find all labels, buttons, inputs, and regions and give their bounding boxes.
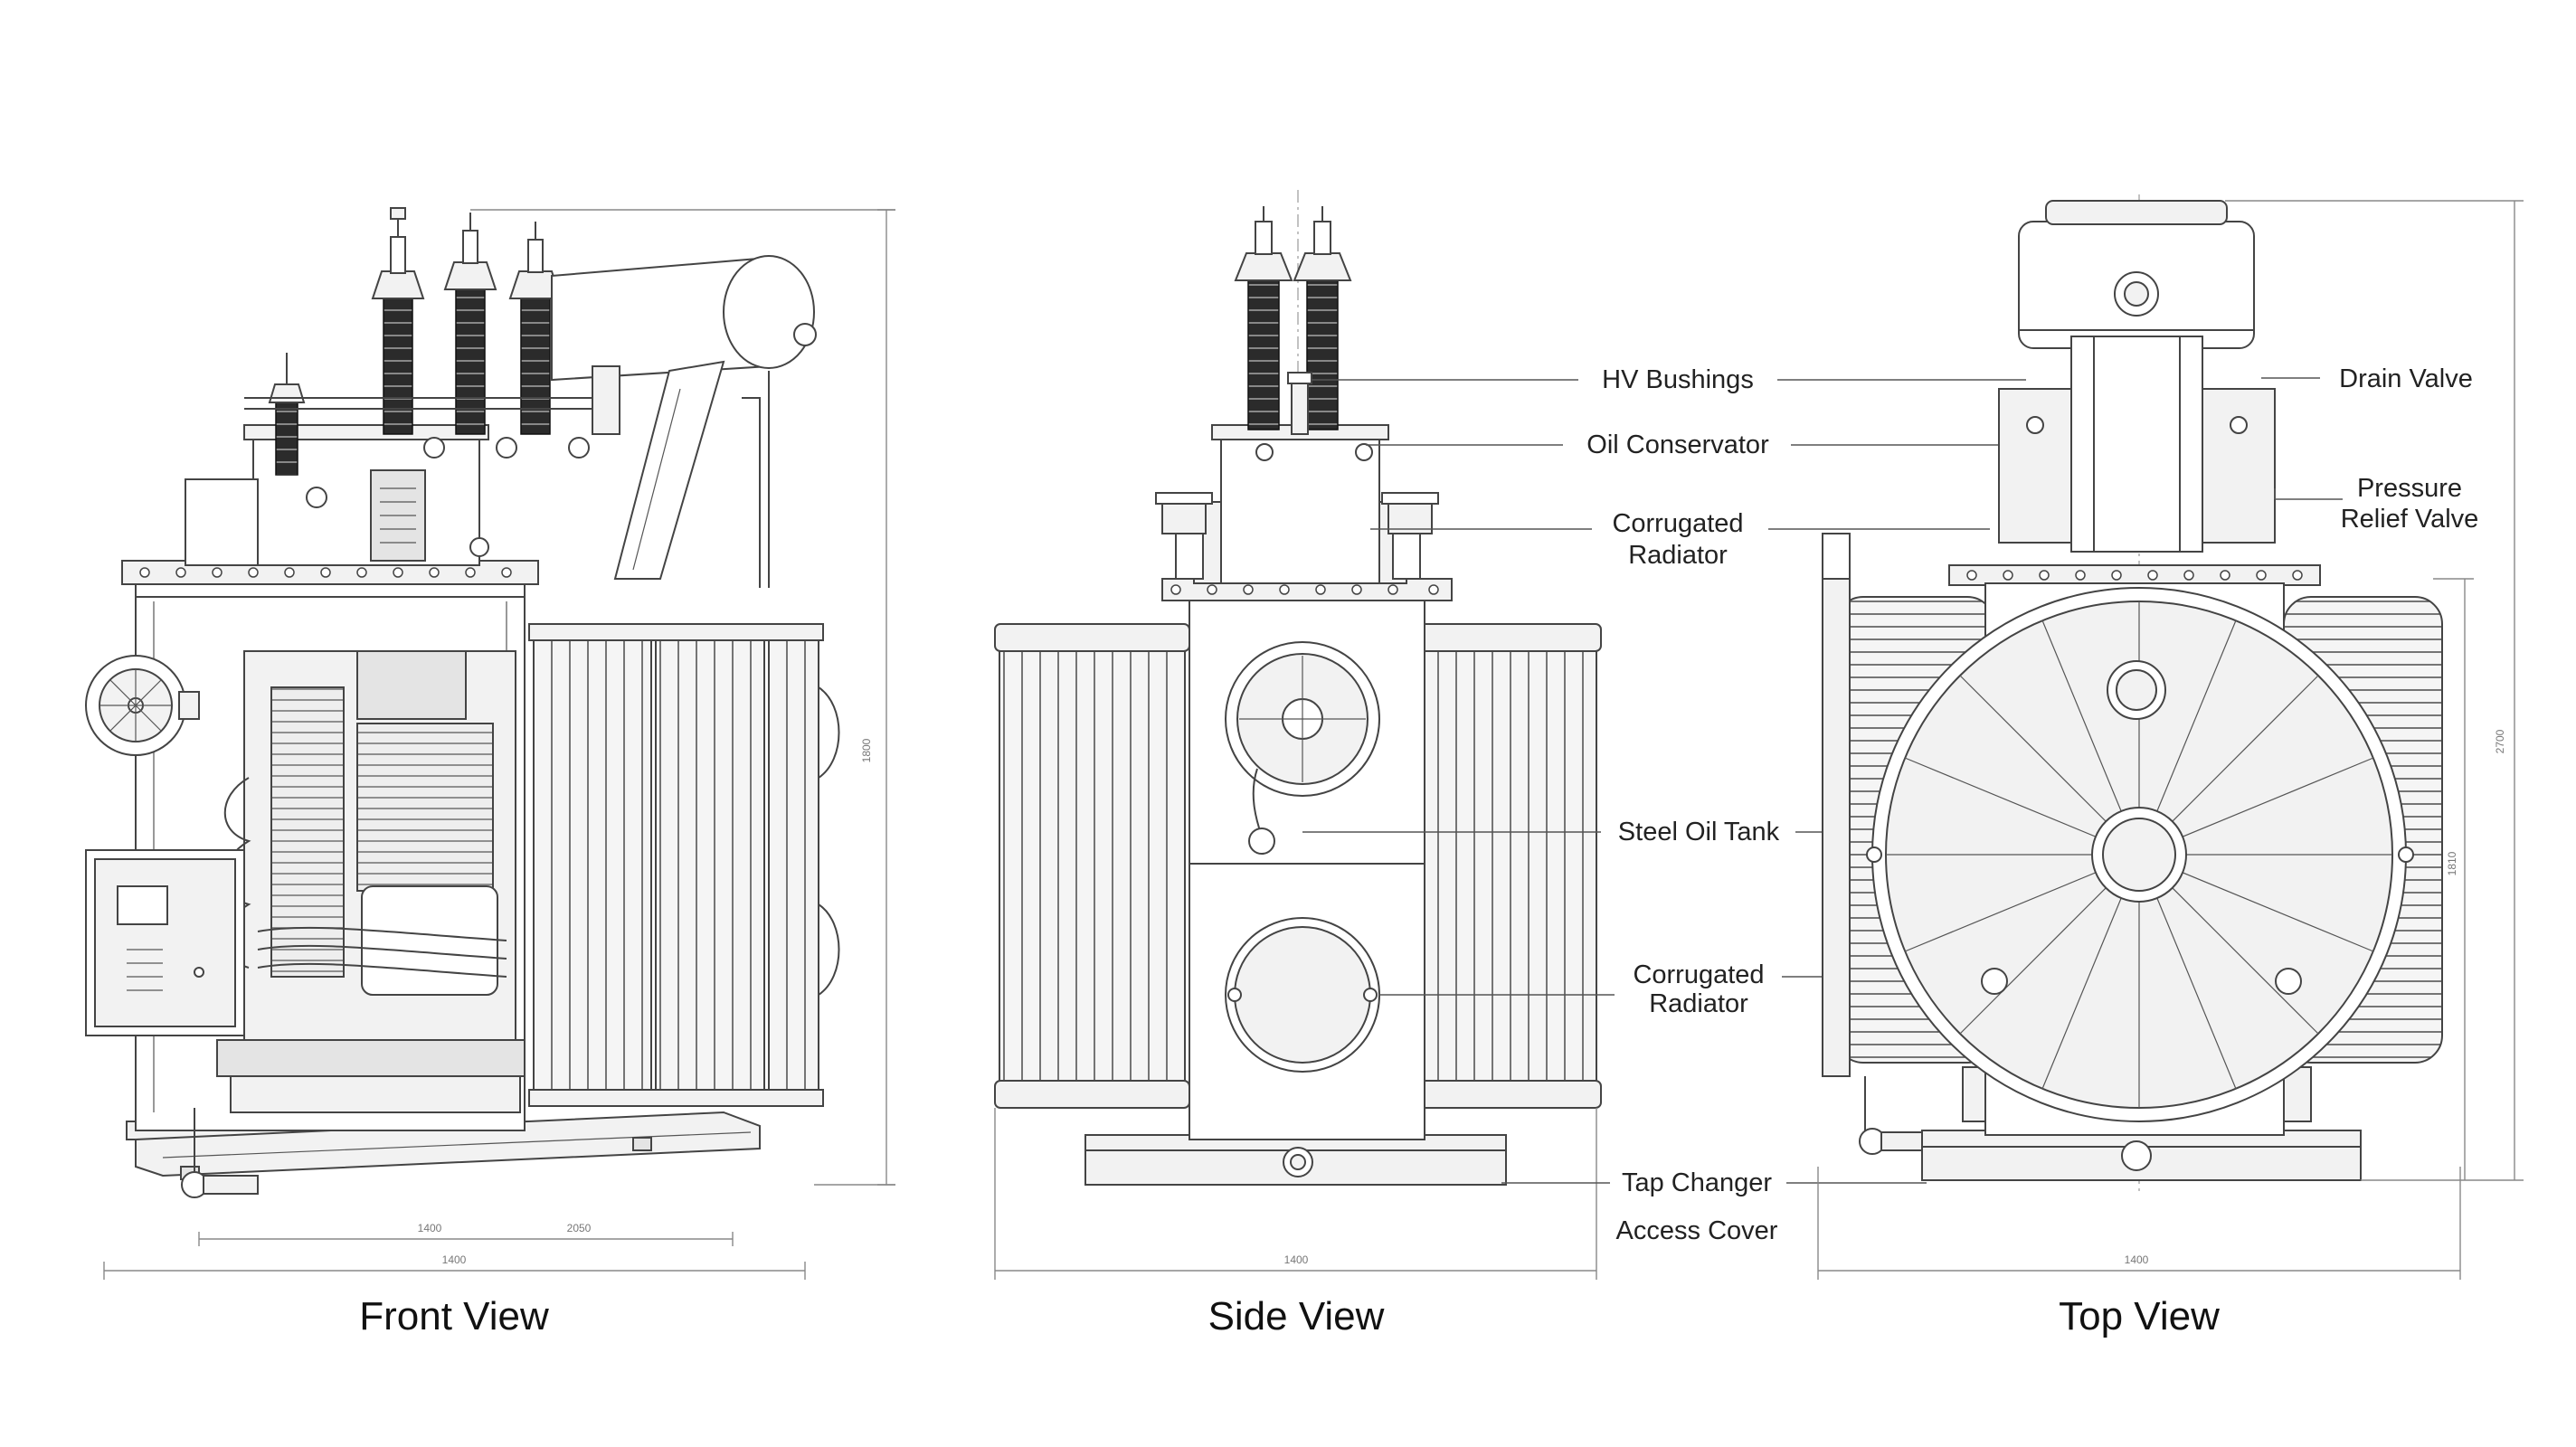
front-dim-height: 1800 bbox=[860, 738, 873, 762]
top-dimensions bbox=[1817, 200, 2524, 1280]
front-hv-bushing-3 bbox=[508, 222, 563, 435]
top-dim-total: 1400 bbox=[2125, 1253, 2149, 1266]
side-dim-total: 1400 bbox=[1284, 1253, 1309, 1266]
callout-tap-changer-line1: Tap Changer bbox=[1622, 1168, 1772, 1197]
front-control-box bbox=[85, 849, 245, 1036]
front-view: 1400 2050 1400 1800 Front View bbox=[85, 207, 895, 1338]
side-view-title: Side View bbox=[1208, 1294, 1385, 1338]
callout-hv-bushings: HV Bushings bbox=[1602, 365, 1754, 394]
front-hv-bushing-2 bbox=[443, 213, 497, 435]
side-view: 1400 Side View bbox=[994, 190, 1602, 1338]
top-dim-height-outer: 2700 bbox=[2494, 729, 2506, 753]
callout-oil-conservator: Oil Conservator bbox=[1586, 430, 1769, 459]
callout-pressure-relief-line1: Pressure bbox=[2357, 474, 2462, 503]
callout-corrugated-radiator-1-line1: Corrugated bbox=[1612, 509, 1743, 538]
front-hv-bushing-1 bbox=[371, 207, 425, 435]
callout-tap-changer-line2: Access Cover bbox=[1616, 1216, 1778, 1245]
callout-corrugated-radiator-2-line2: Radiator bbox=[1649, 989, 1748, 1018]
front-view-title: Front View bbox=[359, 1294, 549, 1338]
top-view-title: Top View bbox=[2059, 1294, 2220, 1338]
front-temperature-gauge bbox=[85, 655, 200, 756]
front-dimensions bbox=[103, 209, 895, 1280]
side-hv-bushing-1 bbox=[1234, 206, 1293, 430]
top-view: 1400 2700 1810 Top View bbox=[1817, 194, 2524, 1338]
side-dial-gauge bbox=[1225, 641, 1380, 855]
top-round-cover bbox=[1866, 587, 2414, 1122]
front-dim-sub-right: 2050 bbox=[567, 1222, 592, 1234]
top-dim-height-inner: 1810 bbox=[2446, 851, 2458, 875]
side-radiator-right bbox=[1406, 623, 1602, 1109]
side-turret bbox=[1155, 424, 1439, 584]
callout-steel-oil-tank: Steel Oil Tank bbox=[1618, 818, 1780, 846]
side-base bbox=[1084, 1134, 1507, 1186]
side-dimensions bbox=[994, 1108, 1597, 1280]
callout-leaders-middle bbox=[1302, 379, 2026, 1184]
front-dim-sub-left: 1400 bbox=[418, 1222, 442, 1234]
callout-corrugated-radiator-2-line1: Corrugated bbox=[1633, 960, 1764, 989]
top-drain-valve bbox=[1859, 1076, 1923, 1155]
callout-corrugated-radiator-1-line2: Radiator bbox=[1628, 541, 1728, 570]
front-drain-valve bbox=[181, 1108, 259, 1198]
callout-drain-valve: Drain Valve bbox=[2339, 364, 2473, 393]
front-dim-total: 1400 bbox=[442, 1253, 467, 1266]
front-radiator bbox=[528, 623, 840, 1107]
callout-pressure-relief-line2: Relief Valve bbox=[2341, 505, 2479, 534]
top-oil-conservator bbox=[1998, 200, 2276, 553]
side-radiator-left bbox=[994, 623, 1190, 1109]
core-coil-cutaway bbox=[216, 650, 526, 1113]
flange-bolts bbox=[139, 567, 512, 578]
side-hv-bushing-2 bbox=[1293, 206, 1352, 430]
side-access-cover bbox=[1225, 917, 1380, 1073]
front-oil-conservator bbox=[551, 255, 817, 588]
